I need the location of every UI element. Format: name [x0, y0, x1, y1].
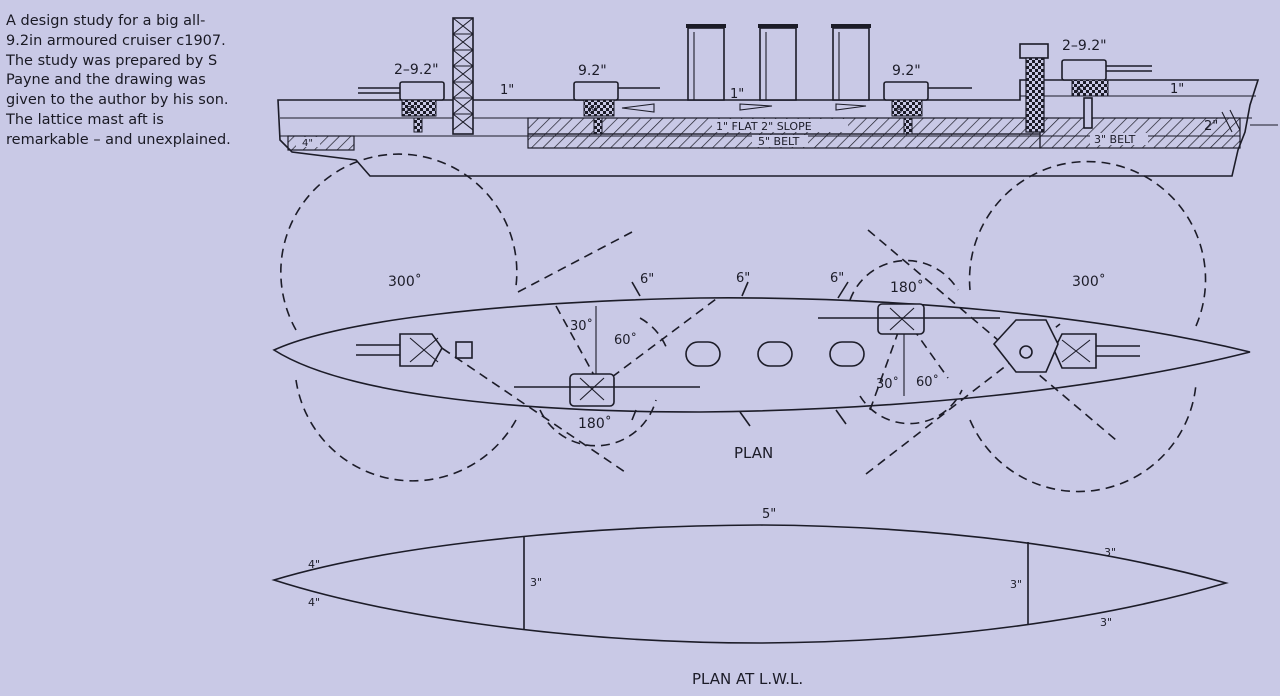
plan-fwd-turret	[356, 333, 473, 367]
plan-wing-turret-aft	[818, 303, 1000, 396]
caption-line: remarkable – and unexplained.	[6, 131, 231, 148]
label-wing-fwd-30: 30˚	[570, 318, 593, 334]
label-arc-aft: 300˚	[1072, 273, 1106, 290]
label-mid-deck: 1"	[730, 87, 744, 102]
caption-line: given to the author by his son.	[6, 92, 229, 109]
fire-arcs	[280, 153, 1207, 493]
sponsons	[631, 281, 849, 427]
label-lwl-bow-top: 4"	[308, 558, 320, 571]
plan-hull	[272, 297, 1251, 413]
label-aft-wing: 9.2"	[892, 63, 921, 79]
plan-funnels	[685, 341, 865, 367]
label-main-belt: 5" BELT	[758, 135, 800, 148]
label-wing-fwd-60: 60˚	[614, 332, 637, 348]
aft-mast	[1019, 43, 1049, 133]
label-sponson-1: 6"	[640, 272, 654, 287]
label-lwl-aft-bot: 3"	[1100, 616, 1112, 629]
lwl-hull	[271, 524, 1229, 644]
label-lwl-top-mid: 5"	[762, 507, 776, 522]
fwd-wing-turret	[573, 81, 660, 135]
label-fwd-wing: 9.2"	[578, 63, 607, 79]
label-wing-aft-180: 180˚	[890, 279, 924, 296]
profile-view: 2–9.2" 9.2" 9.2" 2–9.2" 1" 1" 1" 8" 6" 8…	[277, 17, 1278, 177]
label-bow-armour: 4"	[302, 138, 313, 149]
label-barbette-wing-aft: 8"	[896, 105, 907, 116]
label-arc-fwd: 300˚	[388, 273, 422, 290]
label-barbette-wing-fwd: 6"	[588, 105, 599, 116]
stern-detail	[1221, 109, 1241, 133]
lwl-view: 5" 4" 4" 3" 3" 3" 3" PLAN AT L.W.L.	[271, 507, 1229, 688]
hull-outline	[277, 79, 1260, 177]
plan-title: PLAN	[734, 444, 773, 462]
lattice-mast-fwd	[452, 17, 474, 135]
label-stern: 2"	[1204, 119, 1218, 134]
label-flat-slope: 1" FLAT 2" SLOPE	[716, 120, 812, 133]
label-wing-aft-60: 60˚	[916, 374, 939, 390]
mid-secondary	[739, 103, 867, 111]
caption-line: 9.2in armoured cruiser c1907.	[6, 32, 226, 49]
label-aft-belt: 3" BELT	[1094, 133, 1136, 146]
label-wing-fwd-180: 180˚	[578, 415, 612, 432]
lwl-title: PLAN AT L.W.L.	[692, 670, 803, 688]
caption: A design study for a big all- 9.2in armo…	[6, 12, 238, 151]
caption-line: The lattice mast aft is	[6, 111, 164, 128]
caption-line: A design study for a big all-	[6, 13, 206, 29]
label-sponson-2: 6"	[736, 271, 750, 286]
label-sponson-3: 6"	[830, 271, 844, 286]
aft-wing-turret	[883, 81, 972, 135]
funnels	[686, 24, 871, 101]
plan-aft-turret	[992, 319, 1140, 373]
caption-line: The study was prepared by S	[6, 52, 218, 69]
plan-wing-turret-fwd	[514, 306, 700, 407]
label-aft-deck: 1"	[1170, 82, 1184, 97]
plan-view: 300˚ 300˚ 30˚ 60˚ 180˚ 180˚ 30˚ 60˚ 6" 6…	[272, 153, 1251, 493]
label-lwl-aft-top: 3"	[1104, 546, 1116, 559]
caption-line: Payne and the drawing was	[6, 72, 206, 89]
label-fwd-deck: 1"	[500, 83, 514, 98]
label-lwl-aft-bulkhead: 3"	[1010, 578, 1022, 591]
label-lwl-fwd-bulkhead: 3"	[530, 576, 542, 589]
aft-turret	[1061, 59, 1152, 129]
label-lwl-bow-bot: 4"	[308, 596, 320, 609]
label-fwd-turret: 2–9.2"	[394, 62, 439, 78]
label-barbette-fwd: 8"	[406, 105, 417, 116]
fwd-turret	[358, 81, 445, 133]
label-wing-aft-30: 30˚	[876, 376, 899, 392]
label-barbette-aft: 6"	[1076, 85, 1087, 96]
label-aft-turret: 2–9.2"	[1062, 38, 1107, 54]
